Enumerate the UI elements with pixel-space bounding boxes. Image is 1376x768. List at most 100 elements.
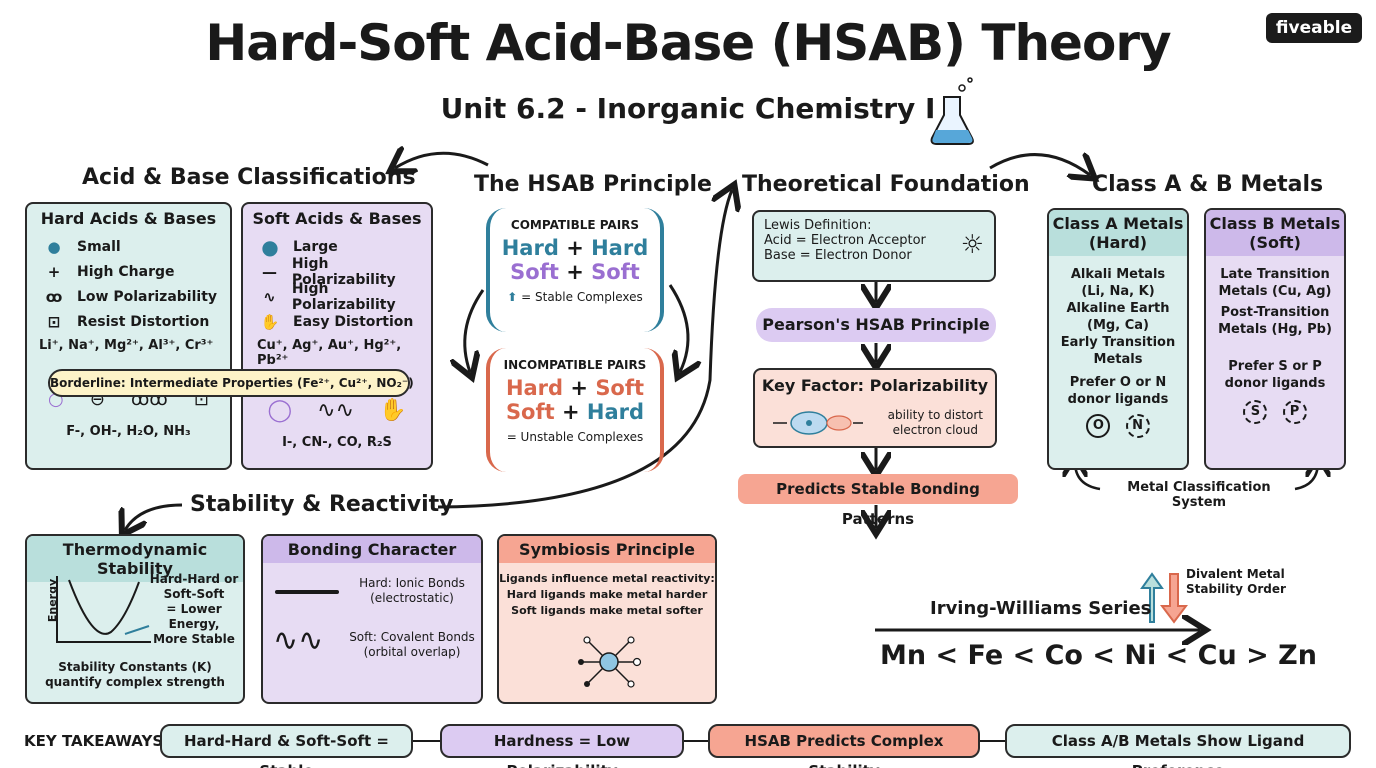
class-a-lines: Alkali Metals (Li, Na, K) Alkaline Earth…	[1060, 267, 1176, 407]
hard-prop-row: ⊡Resist Distortion	[41, 309, 230, 334]
compatible-pair-1: Hard + Hard	[501, 236, 649, 260]
class-a-title: Class A Metals (Hard)	[1049, 210, 1187, 256]
hard-ions: Li⁺, Na⁺, Mg²⁺, Al³⁺, Cr³⁺	[39, 338, 214, 353]
metal-ligand-icon	[573, 632, 645, 692]
hand-icon: ✋	[260, 312, 280, 331]
symbiosis-title: Symbiosis Principle	[499, 536, 715, 563]
key-factor-box: Key Factor: Polarizability ability to di…	[753, 368, 997, 448]
incompatible-pair-1: Hard + Soft	[505, 376, 645, 400]
incompatible-label: INCOMPATIBLE PAIRS	[503, 358, 647, 372]
soft-prop-row: —High Polarizability	[257, 256, 431, 288]
polarized-cloud-icon	[769, 408, 865, 438]
arrow-stability-to-foundation	[437, 190, 732, 509]
thermo-title: Thermodynamic Stability	[27, 536, 243, 582]
takeaways-label: KEY TAKEAWAYS	[24, 732, 170, 750]
soft-acids-title: Soft Acids & Bases	[252, 209, 422, 228]
plus-icon: +	[47, 262, 61, 281]
small-circle-icon: ●	[47, 237, 61, 256]
covalent-wave-icon: ∿∿	[273, 623, 324, 658]
takeaway-pill: Hard-Hard & Soft-Soft = Stable	[160, 724, 413, 768]
class-b-lines: Late Transition Metals (Cu, Ag) Post-Tra…	[1218, 267, 1332, 391]
up-arrow-icon	[1140, 572, 1164, 623]
sulfur-atom-icon: S	[1243, 400, 1268, 424]
compatible-note: ⬆ = Stable Complexes	[507, 290, 643, 304]
hand-icon: ✋	[379, 398, 407, 423]
takeaway-pill: Class A/B Metals Show Ligand Preference	[1005, 724, 1351, 768]
irving-note: Divalent Metal Stability Order	[1186, 567, 1286, 596]
soft-bases: I-, CN-, CO, R₂S	[282, 435, 392, 450]
hard-acids-box: Hard Acids & Bases ●Small +High Charge ꝏ…	[25, 202, 232, 470]
irving-label: Irving-Williams Series	[930, 598, 1152, 619]
class-a-box: Class A Metals (Hard) Alkali Metals (Li,…	[1047, 208, 1189, 470]
incompatible-pairs: INCOMPATIBLE PAIRS Hard + Soft Soft + Ha…	[486, 348, 664, 472]
arrow-to-thermo	[125, 503, 183, 530]
bonding-box: Bonding Character Hard: Ionic Bonds (ele…	[261, 534, 483, 704]
page-subtitle: Unit 6.2 - Inorganic Chemistry I	[440, 92, 936, 125]
compatible-pairs: COMPATIBLE PAIRS Hard + Hard Soft + Soft…	[486, 208, 664, 332]
symbiosis-box: Symbiosis Principle Ligands influence me…	[497, 534, 717, 704]
down-arrow-icon	[1160, 573, 1188, 624]
irving-series: Mn < Fe < Co < Ni < Cu > Zn	[880, 640, 1317, 671]
thermo-box: Thermodynamic Stability Energy Hard-Hard…	[25, 534, 245, 704]
flask-icon	[930, 77, 974, 145]
ionic-bond-line-icon	[275, 590, 339, 594]
key-factor-note: ability to distort electron cloud	[887, 408, 983, 437]
predicts-badge: Predicts Stable Bonding Patterns	[738, 474, 1018, 528]
thermo-note: Hard-Hard or Soft-Soft = Lower Energy, M…	[149, 572, 239, 646]
page-title: Hard-Soft Acid-Base (HSAB) Theory	[205, 14, 1171, 72]
hard-prop-row: +High Charge	[41, 259, 230, 284]
soft-prop-row: ∿High Polarizability	[257, 281, 431, 313]
soft-ions: Cu⁺, Ag⁺, Au⁺, Hg²⁺, Pb²⁺	[257, 338, 402, 368]
arrow-to-classifications	[395, 153, 489, 168]
large-circle-icon: ◯	[267, 398, 293, 423]
coil-icon: ꝏ	[45, 287, 63, 306]
borderline-badge: Borderline: Intermediate Properties (Fe²…	[48, 369, 414, 397]
class-b-title: Class B Metals (Soft)	[1206, 210, 1344, 256]
soft-prop-row: ✋Easy Distortion	[257, 309, 431, 334]
takeaway-pill: HSAB Predicts Complex Stability	[708, 724, 980, 768]
phosphorus-atom-icon: P	[1282, 400, 1307, 424]
arrow-principle-right	[668, 284, 688, 372]
incompatible-pair-2: Soft + Hard	[505, 400, 645, 424]
thermo-footer: Stability Constants (K) quantify complex…	[45, 660, 225, 689]
compatible-pair-2: Soft + Soft	[510, 260, 640, 284]
large-circle-icon: ●	[261, 234, 279, 259]
class-b-atoms: S P	[1206, 400, 1344, 424]
energy-curve-icon	[53, 574, 153, 644]
takeaway-pill: Hardness = Low Polarizability	[440, 724, 684, 768]
metals-heading: Class A & B Metals	[1092, 172, 1324, 197]
up-arrow-icon: ⬆	[507, 290, 518, 304]
bonding-title: Bonding Character	[263, 536, 481, 563]
principle-heading: The HSAB Principle	[474, 172, 712, 197]
compatible-label: COMPATIBLE PAIRS	[510, 218, 640, 232]
soft-prop-row: ●Large	[257, 234, 431, 259]
arrow-to-metals	[989, 155, 1090, 175]
minus-icon: —	[261, 262, 277, 281]
soft-bond-text: Soft: Covalent Bonds (orbital overlap)	[349, 630, 475, 659]
lock-icon: ⊡	[47, 312, 61, 331]
lewis-box: Lewis Definition: Acid = Electron Accept…	[752, 210, 996, 282]
hard-bond-text: Hard: Ionic Bonds (electrostatic)	[359, 576, 465, 605]
incompatible-note: = Unstable Complexes	[506, 430, 644, 444]
classifications-heading: Acid & Base Classifications	[82, 165, 416, 190]
wave-icon: ∿	[263, 287, 276, 306]
soft-acids-box: Soft Acids & Bases ●Large —High Polariza…	[241, 202, 433, 470]
arrow-principle-left	[465, 289, 485, 372]
hard-acids-title: Hard Acids & Bases	[40, 209, 217, 228]
key-factor-title: Key Factor: Polarizability	[761, 376, 989, 395]
nitrogen-atom-icon: N	[1125, 414, 1150, 438]
metal-system-label: Metal Classification System	[1127, 480, 1271, 510]
soft-icons-row: ◯ ∿∿ ✋	[243, 398, 431, 423]
symbiosis-lines: Ligands influence metal reactivity: Hard…	[499, 572, 715, 617]
pearson-badge: Pearson's HSAB Principle	[756, 308, 996, 342]
class-b-box: Class B Metals (Soft) Late Transition Me…	[1204, 208, 1346, 470]
fiveable-logo: fiveable	[1266, 13, 1362, 43]
stability-heading: Stability & Reactivity	[190, 492, 454, 517]
foundation-heading: Theoretical Foundation	[742, 172, 1030, 197]
hard-bases: F-, OH-, H₂O, NH₃	[66, 424, 191, 439]
oxygen-atom-icon: O	[1086, 414, 1111, 438]
class-a-atoms: O N	[1049, 414, 1187, 438]
atom-icon: ☼	[960, 230, 984, 260]
hard-prop-row: ●Small	[41, 234, 230, 259]
